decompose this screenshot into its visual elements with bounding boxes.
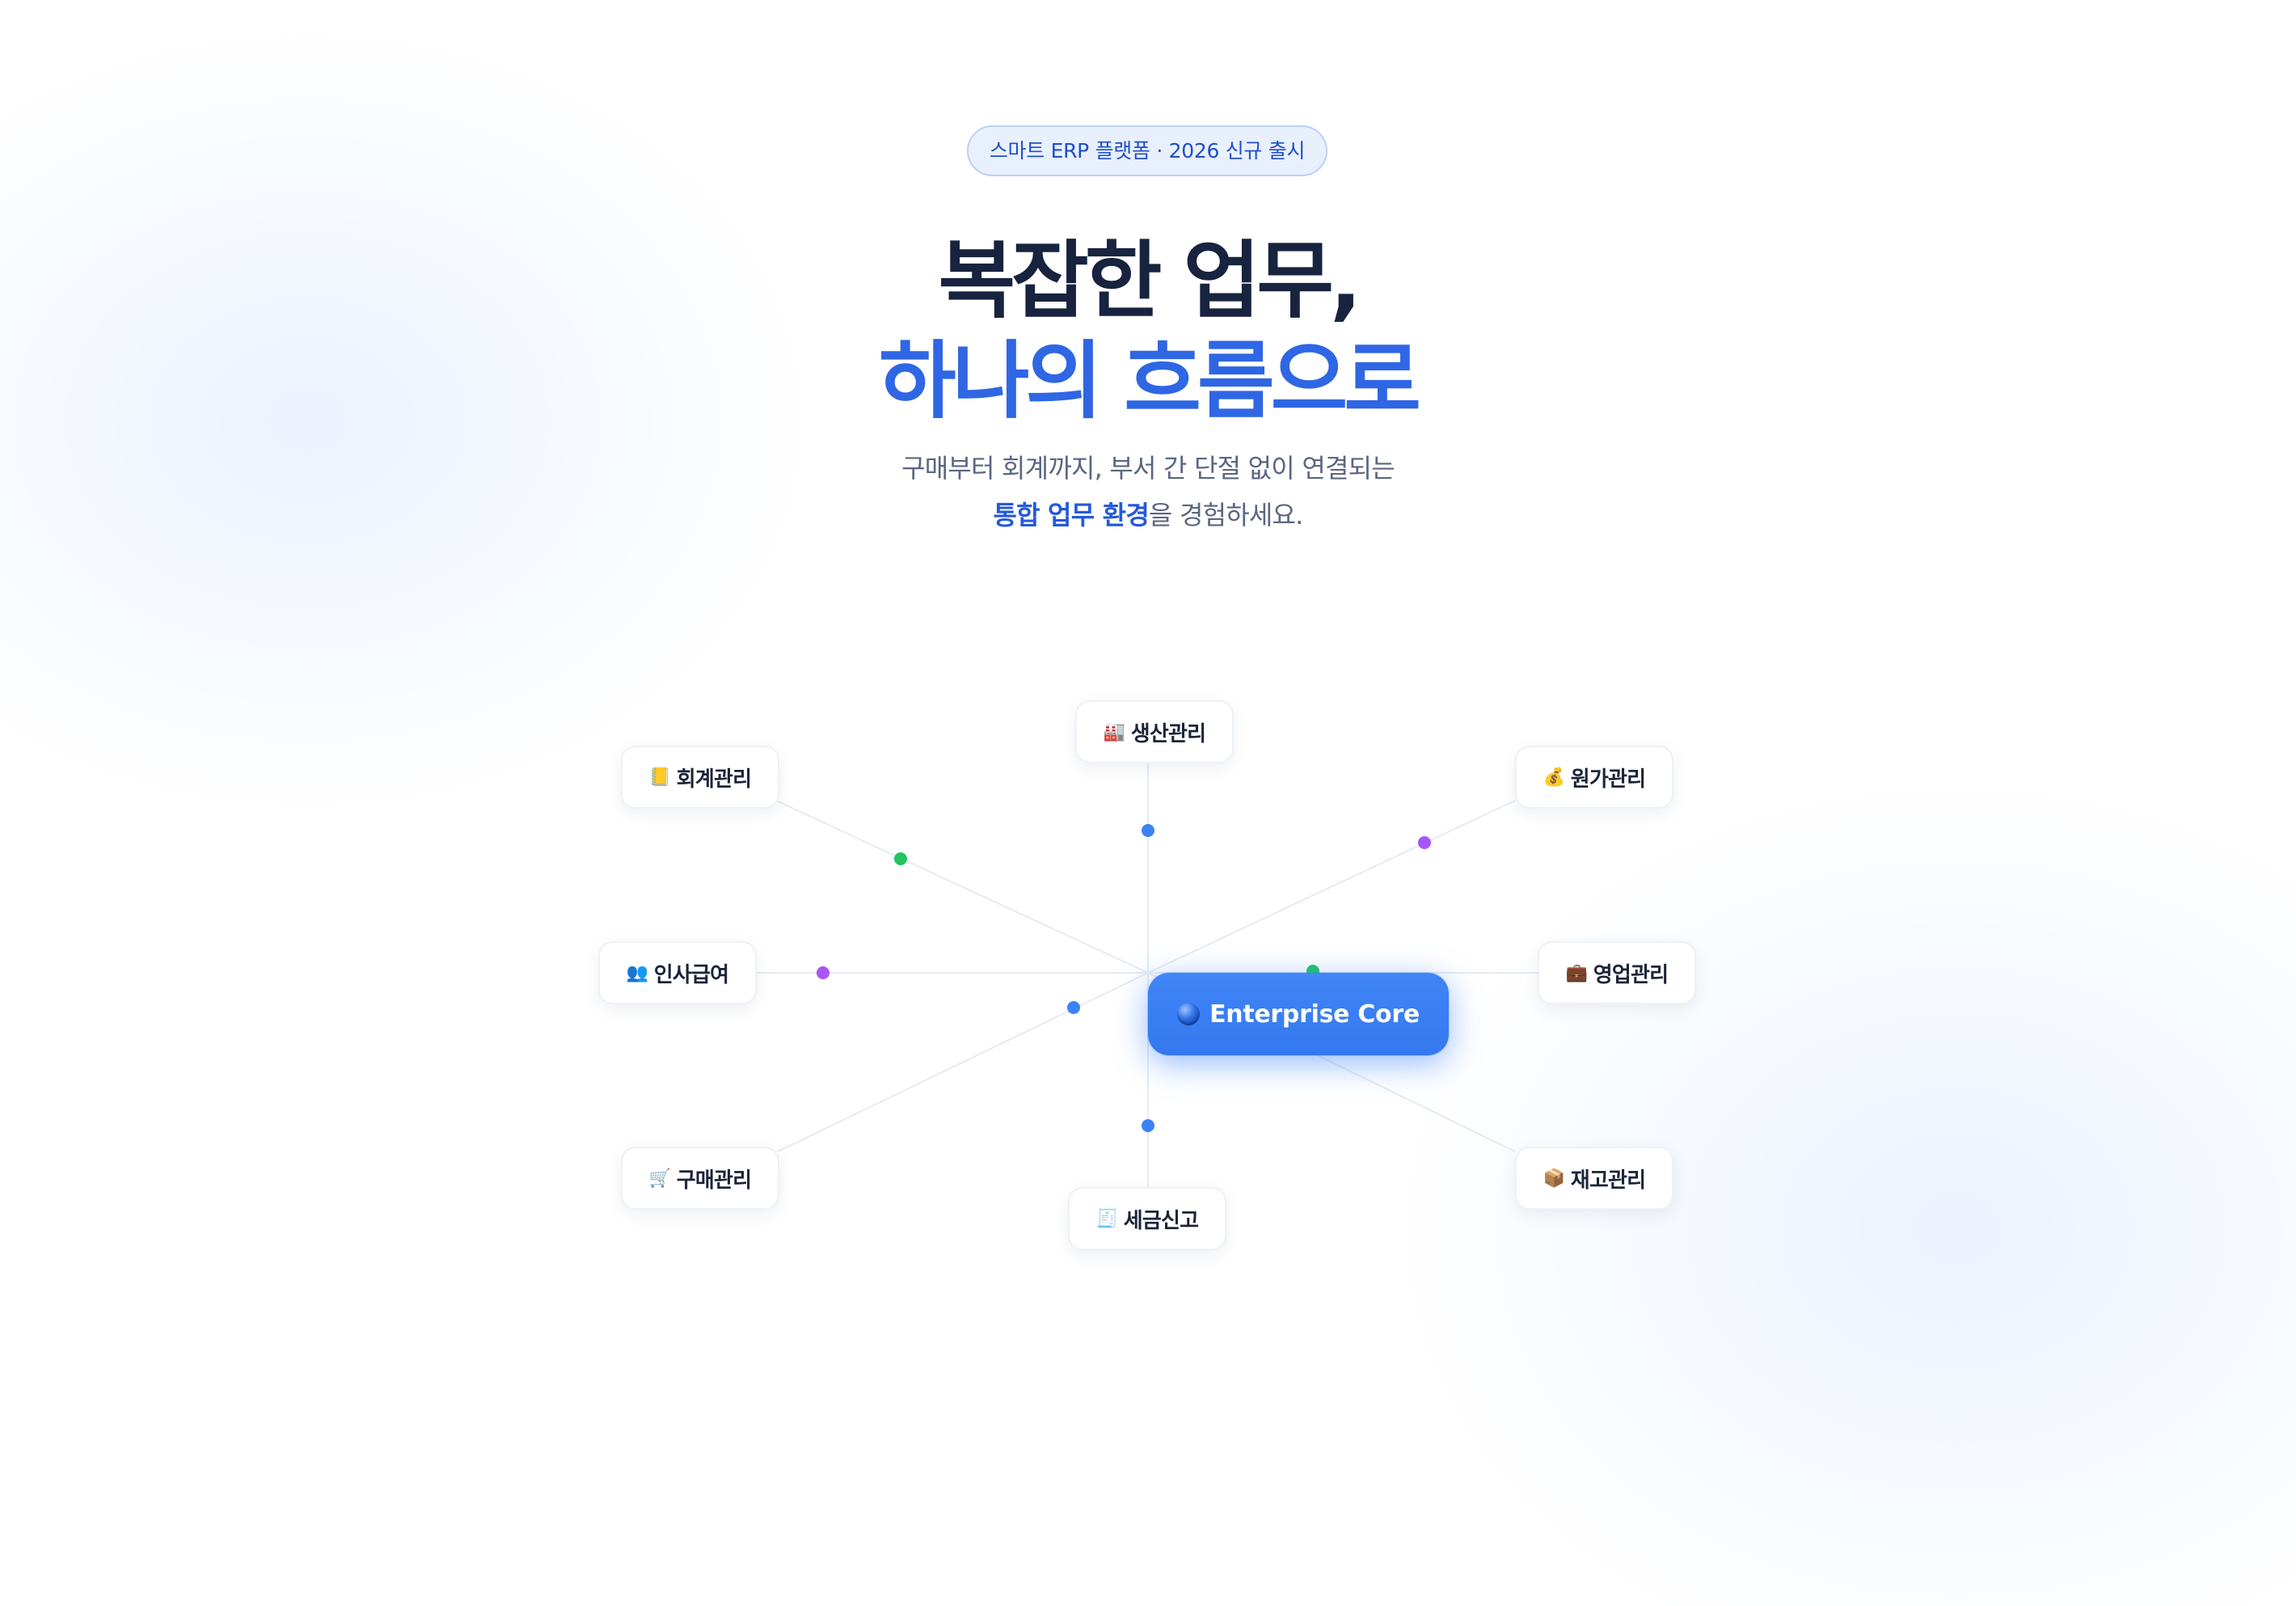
flow-dot-tax <box>1142 1119 1154 1132</box>
hero-title-line1: 복잡한 업무, <box>938 231 1361 330</box>
module-purchase[interactable]: 🛒 구매관리 <box>621 1147 779 1210</box>
module-tax[interactable]: 🧾 세금신고 <box>1068 1187 1226 1250</box>
subtitle-highlight: 통합 업무 환경 <box>993 500 1149 530</box>
receipt-icon: 🧾 <box>1095 1208 1118 1229</box>
module-production[interactable]: 🏭 생산관리 <box>1075 700 1234 763</box>
module-label: 인사급여 <box>653 962 729 987</box>
module-accounting[interactable]: 📒 회계관리 <box>621 746 779 809</box>
connector-accounting <box>775 800 1149 974</box>
hero-title-line2: 하나의 흐름으로 <box>879 332 1421 430</box>
module-hr[interactable]: 👥 인사급여 <box>598 941 757 1004</box>
subtitle-rest: 을 경험하세요. <box>1148 500 1303 530</box>
module-label: 회계관리 <box>676 767 752 792</box>
globe-icon <box>1177 1003 1201 1025</box>
connector-cost <box>1147 800 1516 974</box>
flow-dot-accounting <box>894 852 907 865</box>
module-label: 재고관리 <box>1570 1168 1646 1193</box>
module-label: 구매관리 <box>676 1168 752 1193</box>
enterprise-core-hub[interactable]: Enterprise Core <box>1148 973 1449 1055</box>
briefcase-icon: 💼 <box>1565 962 1588 983</box>
connector-purchase <box>777 972 1149 1152</box>
money-bag-icon: 💰 <box>1543 767 1565 788</box>
module-label: 영업관리 <box>1593 962 1669 987</box>
core-label: Enterprise Core <box>1209 1000 1420 1029</box>
ledger-icon: 📒 <box>648 767 671 788</box>
module-label: 생산관리 <box>1130 721 1206 746</box>
factory-icon: 🏭 <box>1103 721 1125 742</box>
module-label: 원가관리 <box>1570 767 1646 792</box>
people-icon: 👥 <box>626 962 648 983</box>
hero-subtitle-line2: 통합 업무 환경을 경험하세요. <box>0 495 2296 532</box>
flow-dot-production <box>1142 824 1154 837</box>
module-inventory[interactable]: 📦 재고관리 <box>1515 1147 1673 1210</box>
flow-dot-purchase <box>1067 1001 1080 1014</box>
module-label: 세금신고 <box>1123 1208 1199 1233</box>
flow-dot-cost <box>1418 836 1431 849</box>
hero-subtitle-line1: 구매부터 회계까지, 부서 간 단절 없이 연결되는 <box>901 453 1395 484</box>
launch-badge: 스마트 ERP 플랫폼 · 2026 신규 출시 <box>967 125 1327 176</box>
flow-dot-hr <box>817 966 829 979</box>
module-cost[interactable]: 💰 원가관리 <box>1515 746 1673 809</box>
package-icon: 📦 <box>1543 1168 1565 1189</box>
cart-icon: 🛒 <box>648 1168 671 1189</box>
module-sales[interactable]: 💼 영업관리 <box>1538 941 1696 1004</box>
